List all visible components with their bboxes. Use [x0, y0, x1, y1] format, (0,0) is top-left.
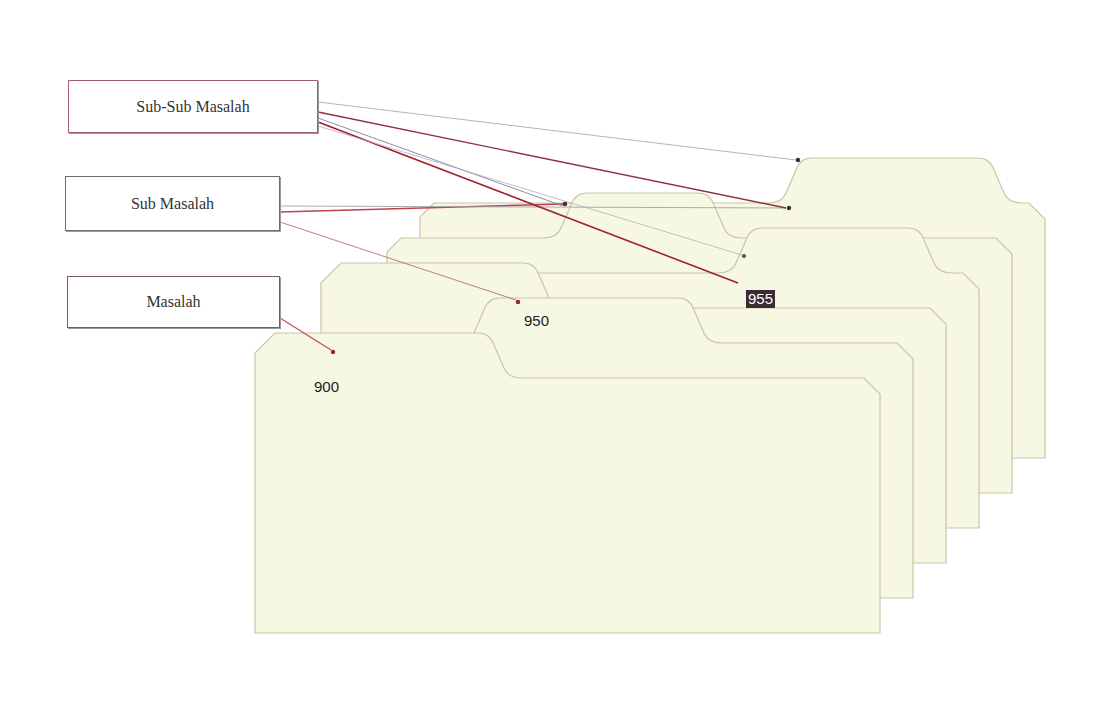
label-box: Sub-Sub Masalah [68, 80, 318, 133]
box-label: Sub-Sub Masalah [136, 98, 249, 116]
callout-number: 900 [312, 378, 341, 396]
label-box: Sub Masalah [65, 176, 280, 231]
box-label: Sub Masalah [131, 195, 214, 213]
callout-number: 950 [522, 312, 551, 330]
callout-number: 955 [746, 290, 775, 308]
box-label: Masalah [146, 293, 200, 311]
label-box: Masalah [67, 276, 280, 328]
folder-card [255, 333, 880, 633]
